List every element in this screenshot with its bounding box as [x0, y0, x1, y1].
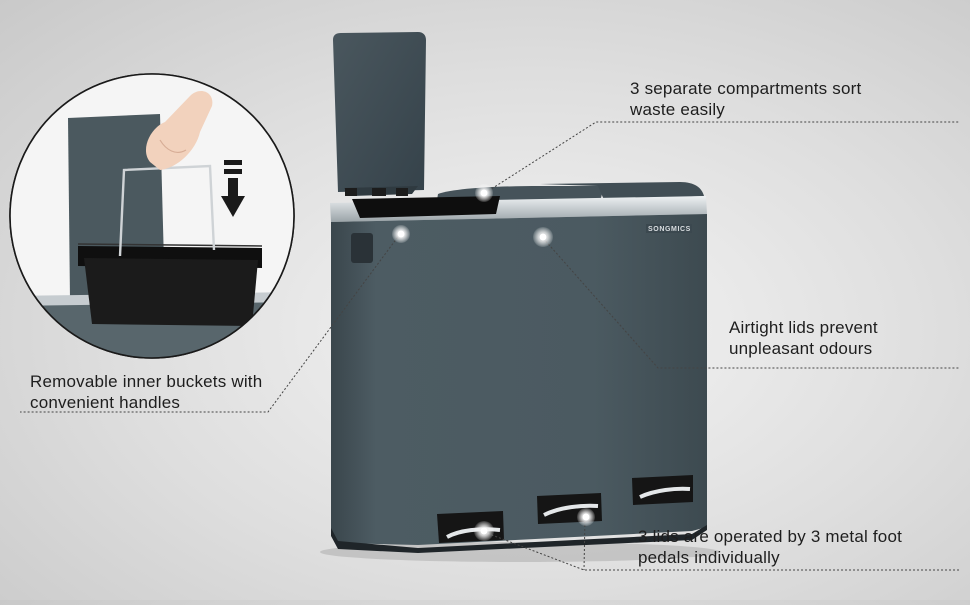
foot-pedal-left [437, 511, 504, 543]
brand-logo: SONGMICS [648, 226, 691, 233]
callout-compartments-line1: 3 separate compartments sort [630, 79, 862, 98]
callout-compartments: 3 separate compartments sort waste easil… [630, 78, 861, 120]
callout-airtight-line2: unpleasant odours [729, 339, 873, 358]
trash-bin: SONGMICS [320, 32, 720, 562]
callout-buckets: Removable inner buckets with convenient … [30, 371, 262, 413]
bucket-inset [9, 73, 295, 359]
callout-buckets-line1: Removable inner buckets with [30, 372, 263, 391]
open-lid [333, 32, 426, 192]
highlight-markers [392, 184, 595, 541]
bin-body [331, 214, 707, 545]
foot-pedal-right [632, 475, 693, 505]
closed-lid-right [540, 182, 704, 200]
callout-pedals: 3 lids are operated by 3 metal foot peda… [638, 526, 902, 568]
callout-airtight: Airtight lids prevent unpleasant odours [729, 317, 878, 359]
callout-pedals-line2: pedals individually [638, 548, 780, 567]
callout-pedals-line1: 3 lids are operated by 3 metal foot [638, 527, 903, 546]
callout-airtight-line1: Airtight lids prevent [729, 318, 878, 337]
callout-compartments-line2: waste easily [630, 100, 725, 119]
callout-buckets-line2: convenient handles [30, 393, 181, 412]
